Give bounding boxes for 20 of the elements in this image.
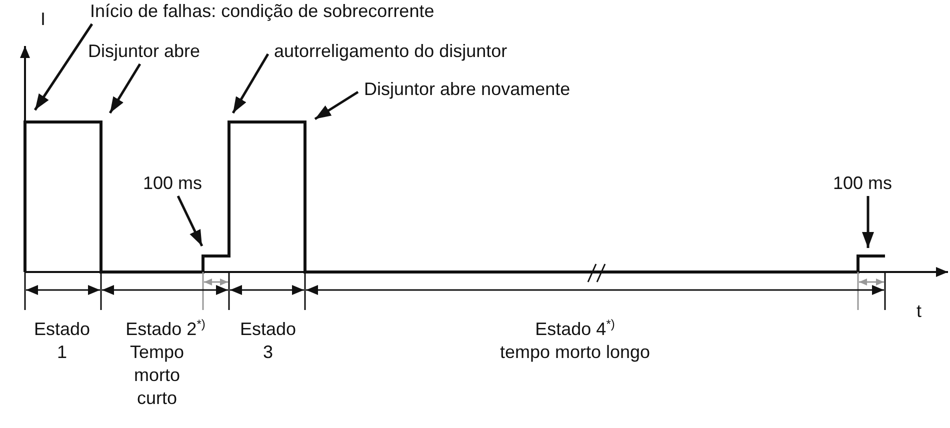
annotation-text: autorreligamento do disjuntor [274,40,508,62]
state-label: Tempo morto curto [128,341,186,410]
leader-line [862,196,874,248]
state-label: Estado 2$^{*)}$ [124,318,206,341]
annotation-text: 100 ms [143,172,202,194]
leader-line [232,53,270,114]
annotation-text: Disjuntor abre novamente [364,78,570,100]
leader-line [34,23,94,111]
leader-line [108,63,142,114]
state-label: Estado 4$^{*)}$ [534,318,616,341]
axis-label: I [39,8,46,31]
annotation-text: Disjuntor abre [88,40,200,62]
annotation-text: Início de falhas: condição de sobrecorrente [90,0,434,22]
leader-line [176,195,204,247]
axis-label: t [915,300,922,323]
leader-line [314,90,359,120]
annotation-text: 100 ms [833,172,892,194]
state-label: Estado 3 [238,318,298,364]
state-label: tempo morto longo [498,341,652,364]
state-label: Estado 1 [32,318,92,364]
